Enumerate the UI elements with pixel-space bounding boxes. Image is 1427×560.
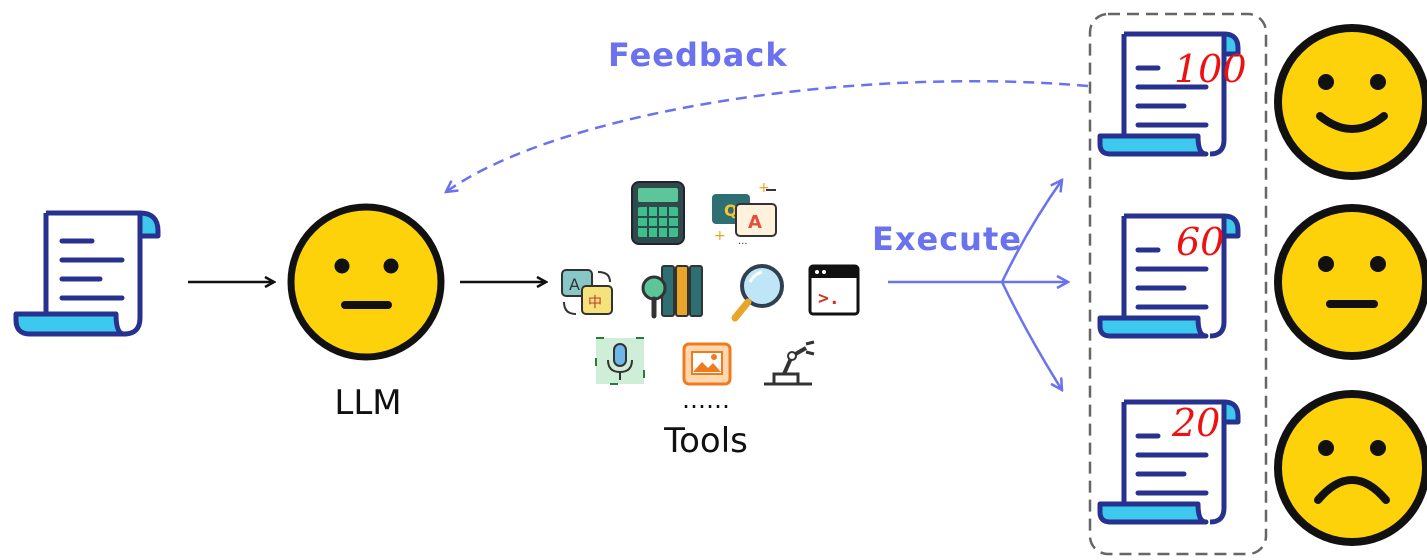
- sad-face-icon: [1274, 390, 1427, 546]
- svg-text:Q: Q: [724, 201, 738, 220]
- result-score: 60: [1176, 220, 1224, 264]
- result-score: 100: [1174, 47, 1247, 91]
- execute-label: Execute: [872, 220, 1022, 258]
- svg-text:A: A: [748, 212, 762, 233]
- result-score: 20: [1171, 401, 1220, 445]
- image-icon: [682, 342, 732, 386]
- robot-arm-icon: [764, 340, 815, 386]
- calculator-icon: [631, 181, 685, 245]
- llm-face-icon: [287, 203, 445, 361]
- svg-text:A: A: [569, 275, 580, 294]
- llm-label: LLM: [334, 383, 401, 423]
- tools-label: Tools: [663, 421, 748, 461]
- magnifier-icon: [731, 264, 784, 322]
- search-binders-icon: [641, 265, 703, 319]
- execute-arrows: [888, 180, 1068, 390]
- microphone-icon: [595, 337, 645, 385]
- svg-text:>.: >.: [818, 288, 840, 309]
- svg-text:+: +: [714, 228, 726, 244]
- feedback-arrow: [446, 79, 1089, 192]
- svg-text:...: ...: [738, 236, 748, 247]
- happy-face-icon: [1274, 24, 1427, 180]
- terminal-icon: >.: [808, 264, 860, 316]
- translate-icon: A 中: [561, 269, 613, 315]
- svg-text:中: 中: [588, 295, 602, 311]
- results-box: [1088, 12, 1268, 556]
- feedback-label: Feedback: [608, 36, 788, 74]
- svg-text:+: +: [758, 180, 770, 196]
- neutral-face-icon: [1274, 204, 1427, 360]
- tools-ellipsis: ……: [682, 386, 730, 414]
- input-document-icon: [16, 213, 158, 334]
- qa-chat-icon: Q A + + ...: [712, 180, 777, 247]
